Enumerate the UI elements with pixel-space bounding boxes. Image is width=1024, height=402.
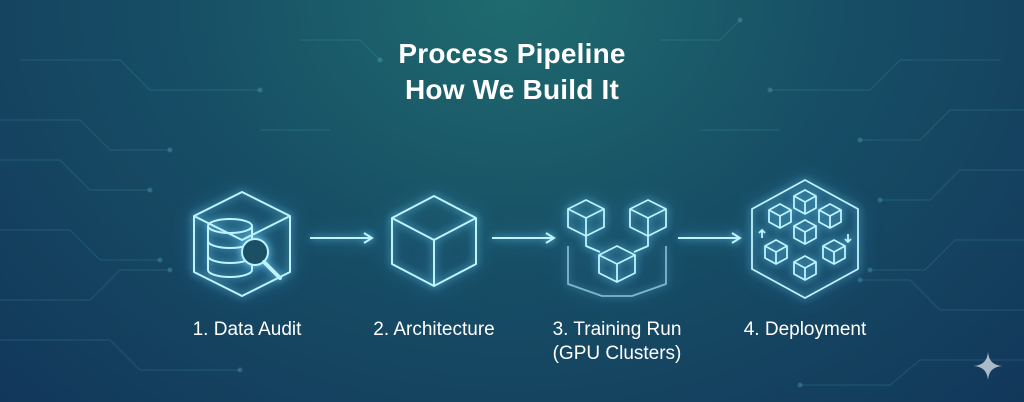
- step-2-label-text: 2. Architecture: [373, 319, 495, 340]
- step-4-label: 4. Deployment: [705, 318, 905, 342]
- cube-cluster-icon: [567, 199, 667, 297]
- step-1-label-text: 1. Data Audit: [192, 319, 302, 340]
- title-line-1: Process Pipeline: [398, 38, 626, 69]
- sparkle-icon: [974, 352, 1002, 380]
- step-2-label: 2. Architecture: [334, 318, 534, 342]
- step-3-label-subtext: (GPU Clusters): [552, 343, 682, 364]
- arrow-2-3: [492, 232, 556, 244]
- arrow-3-4: [678, 232, 742, 244]
- step-1-label: 1. Data Audit: [147, 318, 347, 342]
- cube-icon: [391, 195, 477, 287]
- arrow-1-2: [310, 232, 374, 244]
- step-4-label-text: 4. Deployment: [743, 319, 867, 340]
- diagram-title: Process Pipeline How We Build It: [0, 36, 1024, 108]
- hexagon-cubes-icon: [751, 179, 859, 299]
- title-line-2: How We Build It: [404, 74, 620, 105]
- step-3-label-text: 3. Training Run: [552, 319, 682, 340]
- step-3-label: 3. Training Run (GPU Clusters): [517, 318, 717, 366]
- database-search-icon: [193, 191, 291, 297]
